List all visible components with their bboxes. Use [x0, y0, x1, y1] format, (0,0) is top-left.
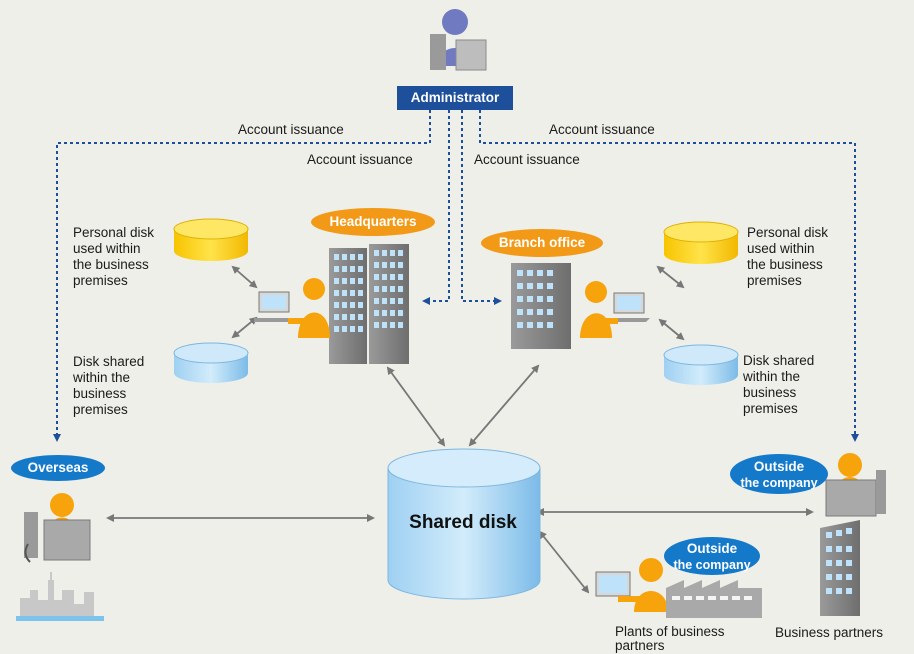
- overseas-user-icon: [24, 493, 91, 563]
- personal-disk-right-icon: [663, 221, 739, 264]
- shared-disk-right-label: Disk shared within the business premises: [743, 353, 815, 416]
- personal-disk-left-label: Personal disk used within the business p…: [73, 225, 155, 288]
- account-issuance-left-upper: Account issuance: [238, 122, 344, 137]
- administrator-label: Administrator: [397, 86, 513, 110]
- business-partners-label: Business partners: [775, 625, 884, 640]
- account-issuance-right-upper: Account issuance: [549, 122, 655, 137]
- city-skyline-icon: [16, 572, 104, 621]
- shared-disk-left-label: Disk shared within the business premises: [73, 354, 145, 417]
- administrator-icon: [430, 9, 487, 71]
- outside-company-pill-bottom: Outside the company: [664, 537, 760, 575]
- outside-company-user-icon: [825, 453, 886, 517]
- branch-office-building-icon: [511, 263, 571, 349]
- headquarters-user-icon: [254, 278, 330, 338]
- headquarters-pill: Headquarters: [311, 208, 435, 236]
- personal-disk-left-icon: [173, 218, 249, 261]
- overseas-pill: Overseas: [11, 455, 105, 481]
- shared-disk-left-icon: [173, 342, 249, 383]
- plant-user-icon: [595, 558, 668, 612]
- factory-icon: [666, 580, 762, 618]
- outside-right-line2: the company: [740, 476, 818, 490]
- business-partners-building-icon: [820, 520, 860, 616]
- account-issuance-lines: [53, 110, 859, 442]
- shared-disk-icon: [387, 448, 541, 600]
- shared-disk-right-icon: [663, 344, 739, 385]
- account-issuance-right-lower: Account issuance: [474, 152, 580, 167]
- outside-bottom-line1: Outside: [686, 541, 738, 556]
- headquarters-building-icon: [329, 244, 409, 364]
- overseas-label: Overseas: [27, 460, 89, 475]
- branch-user-icon: [580, 281, 650, 338]
- branch-office-pill: Branch office: [481, 229, 603, 257]
- outside-right-line1: Outside: [753, 459, 805, 474]
- shared-disk-label: Shared disk: [409, 512, 517, 533]
- personal-disk-right-label: Personal disk used within the business p…: [747, 225, 829, 288]
- connection-arrows: [106, 265, 814, 594]
- account-issuance-left-lower: Account issuance: [307, 152, 413, 167]
- outside-bottom-line2: the company: [673, 558, 751, 572]
- outside-company-pill-right: Outside the company: [730, 454, 828, 494]
- plants-label: Plants of business partners: [615, 624, 725, 653]
